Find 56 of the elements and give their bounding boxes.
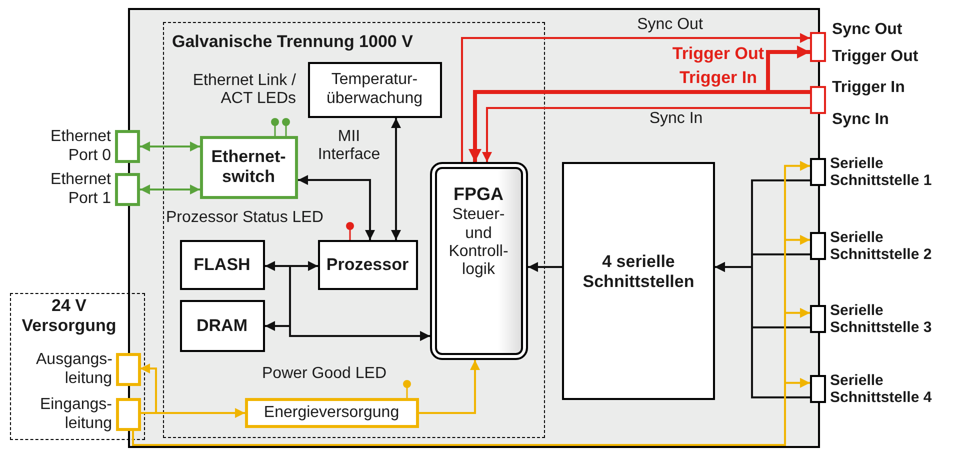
- port-label: Serielle Schnittstelle 1: [830, 154, 932, 189]
- port-label: Serielle Schnittstelle 3: [830, 302, 932, 336]
- block-label: DRAM: [196, 316, 248, 336]
- function-block: [308, 62, 442, 118]
- edge-label: Sync Out: [636, 16, 704, 34]
- block-label: 4 serielle Schnittstellen: [582, 252, 696, 293]
- port-label: Ethernet Port 0: [50, 128, 111, 164]
- arrow: [419, 360, 480, 414]
- function-block: [200, 136, 298, 198]
- block-label: Ethernet-switch: [210, 147, 287, 187]
- port-label: Eingangs- leitung: [40, 396, 112, 432]
- led-caption: Ethernet Link / ACT LEDs: [192, 72, 296, 109]
- edge-label: Sync In: [648, 110, 704, 128]
- arrow: [468, 90, 810, 162]
- arrow: [132, 378, 810, 446]
- block-title: FPGA: [453, 184, 504, 204]
- group-title: Galvanische Trennung 1000 V: [172, 31, 413, 53]
- port-label: Serielle Schnittstelle 4: [830, 372, 932, 406]
- edge-label: Trigger In: [678, 68, 757, 88]
- port-label: Sync In: [832, 110, 889, 130]
- arrow: [391, 118, 401, 240]
- arrow: [482, 107, 810, 162]
- function-block: [318, 240, 418, 290]
- edge-label: MII Interface: [316, 128, 382, 165]
- block-label: Energieversorgung: [264, 402, 400, 422]
- port-label: Trigger In: [832, 78, 905, 98]
- supply-group: [10, 293, 145, 440]
- arrow: [140, 364, 157, 414]
- arrow: [265, 321, 430, 341]
- led-caption: Prozessor Status LED: [166, 209, 324, 228]
- arrow: [461, 33, 810, 162]
- arrow: [140, 184, 200, 194]
- edge-label: Trigger Out: [671, 44, 764, 64]
- port-label: Trigger Out: [832, 47, 918, 67]
- arrow: [140, 142, 200, 152]
- function-block: [180, 240, 264, 290]
- device-housing: [128, 8, 820, 448]
- led-caption: Power Good LED: [262, 365, 387, 384]
- arrow: [298, 175, 375, 240]
- block-label: Prozessor: [326, 254, 409, 274]
- port-label: Ausgangs- leitung: [36, 351, 112, 386]
- function-block: [180, 300, 264, 352]
- power-supply-block: [244, 398, 418, 428]
- block-label: Temperatur- überwachung: [325, 71, 424, 108]
- arrow: [265, 261, 318, 271]
- isolation-zone: [163, 22, 545, 438]
- port-label: Sync Out: [832, 20, 902, 40]
- block-label: FLASH: [194, 254, 250, 274]
- function-block: [562, 162, 715, 400]
- block-label: 24 V Versorgung: [20, 296, 118, 337]
- fpga-chip: [430, 162, 528, 360]
- block-text: Steuer- und Kontroll- logik: [448, 206, 510, 280]
- arrow: [528, 262, 562, 272]
- port-label: Ethernet Port 1: [50, 171, 111, 206]
- port-label: Serielle Schnittstelle 2: [830, 228, 932, 263]
- arrow: [715, 262, 810, 398]
